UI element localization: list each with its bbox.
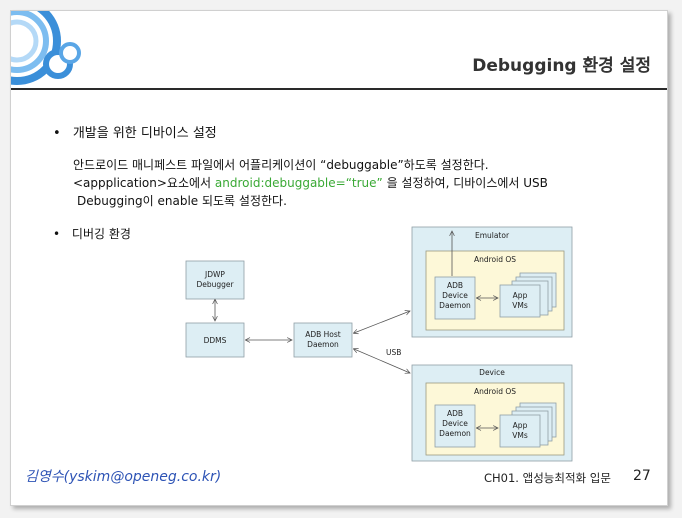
chapter-label: CH01. 앱성능최적화 입문: [484, 471, 611, 485]
device-box: Device Android OS ADB Device Daemon App …: [411, 364, 573, 462]
device-app-label: App: [513, 421, 528, 430]
emulator-adb-label: ADB: [447, 281, 463, 290]
adb-device-link: [354, 349, 410, 373]
decorative-circles: [11, 11, 81, 85]
device-device-label: Device: [442, 419, 468, 428]
bullet-marker: •: [53, 227, 61, 241]
emulator-os-label: Android OS: [474, 255, 516, 264]
page-number: 27: [633, 468, 651, 484]
bullet-debug-env: • 디버깅 환경: [53, 225, 131, 242]
device-daemon-label: Daemon: [439, 429, 471, 438]
emulator-adb-device-daemon: [434, 276, 476, 320]
adb-host-label: ADB Host: [305, 330, 341, 339]
bullet-text: 디버깅 환경: [71, 227, 131, 241]
slide: Debugging 환경 설정 • 개발을 위한 디바이스 설정 안드로이드 매…: [10, 10, 668, 506]
emulator-device-label: Device: [442, 291, 468, 300]
bullet-marker: •: [53, 126, 61, 141]
author-credit: 김영수(yskim@openeg.co.kr): [25, 469, 222, 485]
emulator-box: Emulator Android OS ADB Device Daemon Ap…: [411, 226, 573, 338]
slide-title: Debugging 환경 설정: [472, 56, 651, 76]
device-vms-label: VMs: [512, 431, 528, 440]
debugger-label: Debugger: [196, 280, 234, 289]
emulator-title: Emulator: [475, 231, 510, 240]
adb-host-daemon-label: Daemon: [307, 340, 339, 349]
ddms-label: DDMS: [204, 336, 227, 345]
device-os-label: Android OS: [474, 387, 516, 396]
jdwp-debugger-box: JDWP Debugger: [185, 260, 245, 300]
adb-emulator-link: [354, 311, 410, 333]
device-app-vms-stack: App VMs: [499, 402, 557, 448]
body-line-2-suffix: 을 설정하여, 디바이스에서 USB: [382, 176, 548, 190]
debuggable-attribute: android:debuggable=“true”: [214, 176, 383, 190]
ddms-box: DDMS: [185, 322, 245, 358]
adb-host-daemon-box: ADB Host Daemon: [293, 322, 353, 358]
debug-architecture-diagram: JDWP Debugger DDMS ADB Host Daemon USB E…: [185, 226, 573, 462]
body-line-2: <appplication>요소에서 android:debuggable=“t…: [73, 174, 548, 191]
jdwp-label: JDWP: [204, 270, 225, 279]
device-title: Device: [479, 368, 505, 377]
emulator-app-label: App: [513, 291, 528, 300]
title-divider: [11, 88, 667, 90]
device-adb-label: ADB: [447, 409, 463, 418]
emulator-app-vms-stack: App VMs: [499, 272, 557, 318]
bullet-text: 개발을 위한 디바이스 설정: [72, 126, 217, 141]
bullet-device-setup: • 개발을 위한 디바이스 설정: [53, 122, 217, 141]
body-line-1: 안드로이드 매니페스트 파일에서 어플리케이션이 “debuggable”하도록…: [73, 158, 489, 172]
body-line-3: Debugging이 enable 되도록 설정한다.: [77, 194, 287, 208]
body-line-2-prefix: <appplication>요소에서: [73, 176, 215, 190]
emulator-daemon-label: Daemon: [439, 301, 471, 310]
usb-label: USB: [386, 348, 401, 357]
emulator-vms-label: VMs: [512, 301, 528, 310]
device-adb-device-daemon: [434, 404, 476, 448]
